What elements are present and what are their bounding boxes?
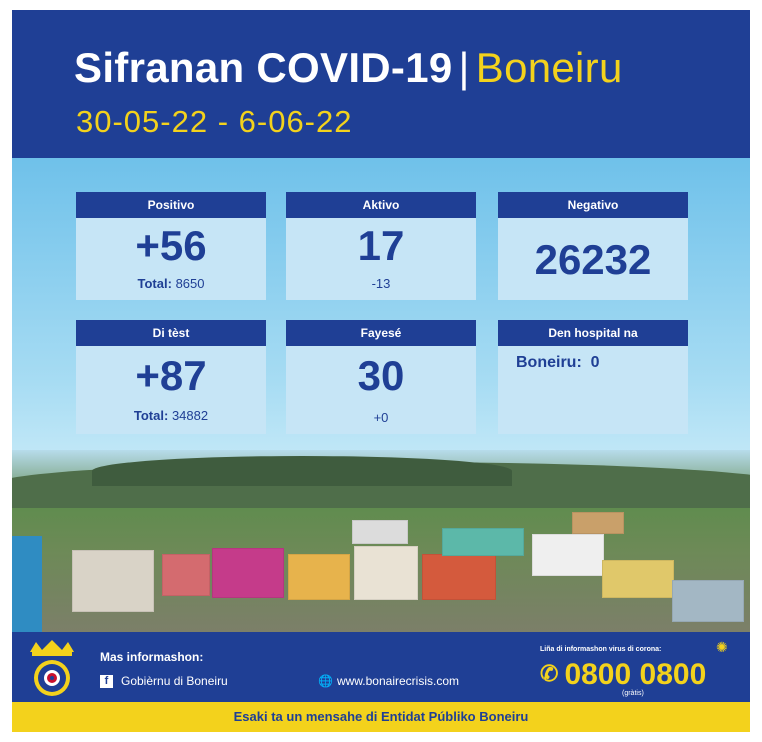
card-fayese-change: +0 xyxy=(373,410,389,425)
poster-title: Sifranan COVID-19|Boneiru xyxy=(74,44,623,92)
more-info-label: Mas informashon: xyxy=(100,650,204,664)
card-fayese-header: Fayesé xyxy=(286,320,476,346)
building-shape xyxy=(572,512,624,534)
sea-shape xyxy=(12,536,42,632)
card-aktivo-value: 17 xyxy=(357,222,405,269)
card-positivo: Positivo +56 Total: 8650 xyxy=(76,192,266,300)
card-ditest: Di tèst +87 Total: 34882 xyxy=(76,320,266,434)
building-shape xyxy=(442,528,524,556)
total-value: 8650 xyxy=(175,276,205,291)
card-negativo: Negativo 26232 xyxy=(498,192,688,300)
free-label: (gràtis) xyxy=(622,690,644,697)
title-separator: | xyxy=(458,44,470,91)
virus-icon: ✺ xyxy=(716,640,728,656)
facebook-text: Gobièrnu di Boneiru xyxy=(121,674,228,688)
card-ditest-total: Total: 34882 xyxy=(76,408,266,423)
card-hospital: Den hospital na Boneiru: 0 xyxy=(498,320,688,434)
total-label: Total: xyxy=(137,276,172,291)
card-hospital-value: Boneiru: 0 xyxy=(516,354,600,372)
hospital-count: 0 xyxy=(590,354,600,371)
facebook-link[interactable]: f Gobièrnu di Boneiru xyxy=(100,674,228,688)
title-place: Boneiru xyxy=(475,44,623,91)
building-shape xyxy=(72,550,154,612)
building-shape xyxy=(354,546,418,600)
card-aktivo-change: -13 xyxy=(371,276,391,291)
website-text: www.bonairecrisis.com xyxy=(336,674,459,688)
card-fayese-value: 30 xyxy=(357,352,405,399)
website-link[interactable]: 🌐www.bonairecrisis.com xyxy=(318,674,459,688)
card-hospital-header: Den hospital na xyxy=(498,320,688,346)
card-positivo-header: Positivo xyxy=(76,192,266,218)
facebook-icon: f xyxy=(100,674,113,688)
building-shape xyxy=(352,520,408,544)
total-value: 34882 xyxy=(171,408,209,423)
town-photo xyxy=(12,450,750,632)
building-shape xyxy=(672,580,744,622)
date-range: 30-05-22 - 6-06-22 xyxy=(76,104,353,139)
total-label: Total: xyxy=(133,408,169,423)
globe-icon: 🌐 xyxy=(318,674,333,688)
building-shape xyxy=(288,554,350,600)
phone-icon: ✆ xyxy=(540,661,559,686)
phone-number: 0800 0800 xyxy=(564,658,707,691)
card-aktivo: Aktivo 17 -13 xyxy=(286,192,476,300)
card-positivo-total: Total: 8650 xyxy=(76,276,266,291)
hotline-label: Liña di informashon virus di corona: xyxy=(540,646,662,653)
hill-shape-far xyxy=(92,456,512,486)
card-aktivo-header: Aktivo xyxy=(286,192,476,218)
title-text: Sifranan COVID-19 xyxy=(74,44,453,91)
card-negativo-header: Negativo xyxy=(498,192,688,218)
poster-header: Sifranan COVID-19|Boneiru 30-05-22 - 6-0… xyxy=(12,10,750,158)
poster-footer: Mas informashon: f Gobièrnu di Boneiru 🌐w… xyxy=(12,632,750,702)
card-ditest-value: +87 xyxy=(135,352,207,399)
building-shape xyxy=(162,554,210,596)
card-negativo-value: 26232 xyxy=(534,236,652,283)
covid-poster: Sifranan COVID-19|Boneiru 30-05-22 - 6-0… xyxy=(12,10,750,732)
card-positivo-value: +56 xyxy=(135,222,207,269)
hotline-phone[interactable]: ✆0800 0800 xyxy=(540,658,706,691)
card-ditest-header: Di tèst xyxy=(76,320,266,346)
card-fayese: Fayesé 30 +0 xyxy=(286,320,476,434)
coat-of-arms-icon xyxy=(30,640,74,696)
building-shape xyxy=(602,560,674,598)
building-shape xyxy=(212,548,284,598)
footer-band: Esaki ta un mensahe di Entidat Públiko B… xyxy=(12,702,750,732)
hospital-place: Boneiru: xyxy=(516,354,582,371)
building-shape xyxy=(422,554,496,600)
building-shape xyxy=(532,534,604,576)
